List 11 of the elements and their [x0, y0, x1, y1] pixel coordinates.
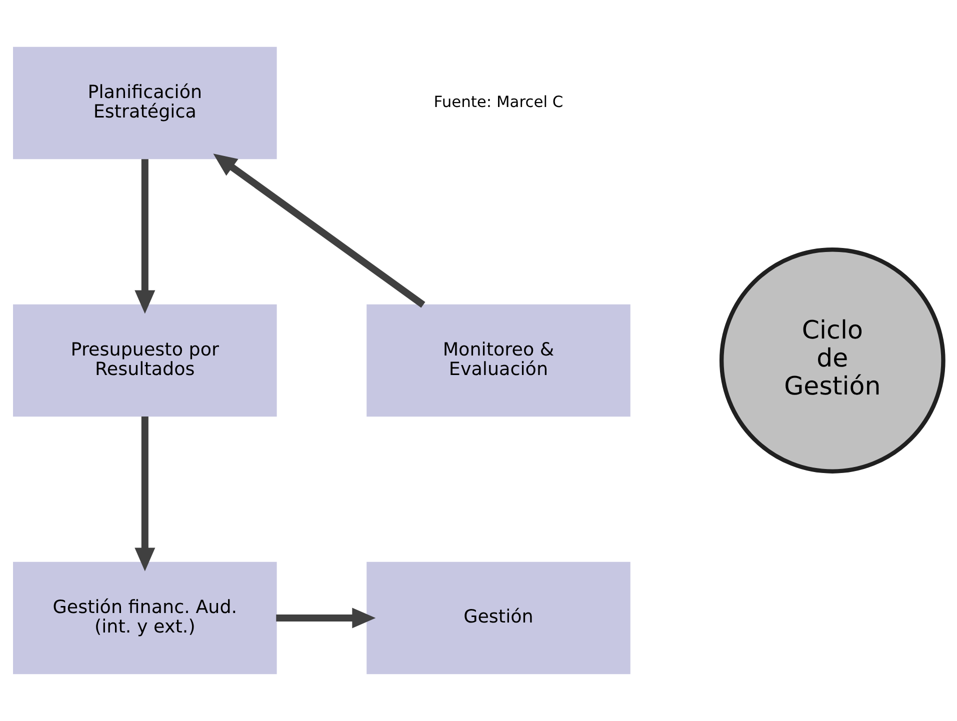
label: Fuente: Marcel C	[434, 92, 564, 111]
node-box: Planificación Estratégica	[13, 46, 277, 160]
arrow	[276, 608, 376, 628]
node-box: Presupuesto por Resultados	[13, 304, 277, 417]
arrow	[213, 154, 426, 308]
node-box: Monitoreo & Evaluación	[366, 304, 630, 417]
node-circle: Ciclo de Gestión	[719, 248, 946, 474]
node-box: Gestión	[366, 562, 630, 674]
node-box: Gestión financ. Aud. (int. y ext.)	[13, 562, 277, 674]
arrow	[134, 159, 156, 314]
arrow	[134, 416, 156, 572]
